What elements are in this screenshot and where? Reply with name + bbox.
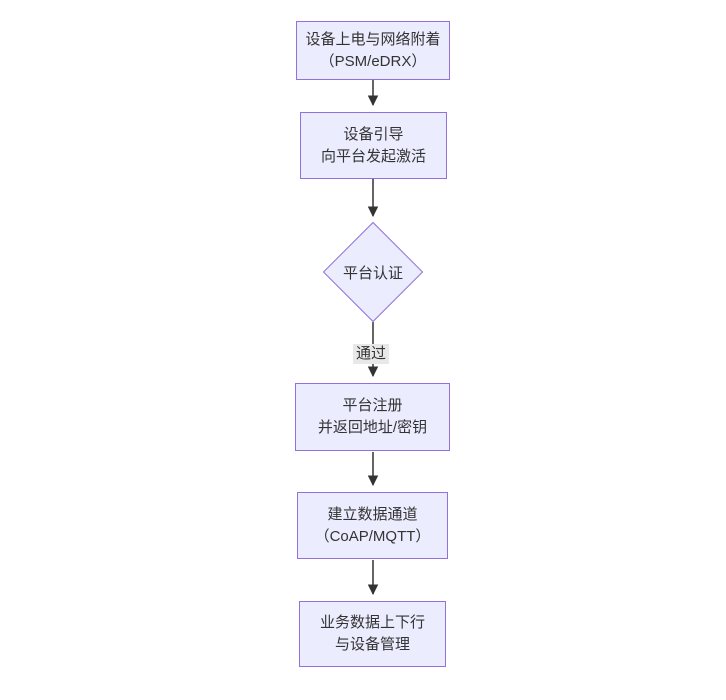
- node-label-line: 设备引导: [343, 125, 404, 143]
- flow-node-auth-decision: 平台认证: [322, 221, 424, 323]
- flow-node-register: 平台注册 并返回地址/密钥: [295, 383, 450, 451]
- node-label-line: 设备上电与网络附着: [305, 30, 441, 48]
- flow-node-bootstrap: 设备引导 向平台发起激活: [300, 112, 447, 179]
- flow-node-business: 业务数据上下行 与设备管理: [299, 601, 446, 667]
- node-label-line: 与设备管理: [334, 636, 410, 653]
- node-label-line: （PSM/eDRX）: [319, 52, 427, 70]
- node-label-line: 并返回地址/密钥: [317, 419, 428, 436]
- node-label-line: 业务数据上下行: [319, 614, 425, 631]
- flow-node-channel: 建立数据通道 （CoAP/MQTT）: [297, 492, 448, 559]
- node-label-line: 平台认证: [342, 264, 403, 282]
- edge-label-pass: 通过: [352, 344, 390, 364]
- flow-node-power-attach: 设备上电与网络附着 （PSM/eDRX）: [296, 21, 450, 80]
- node-label-line: 建立数据通道: [327, 505, 418, 523]
- node-label-line: 平台注册: [342, 397, 403, 414]
- node-label-line: （CoAP/MQTT）: [314, 527, 431, 545]
- node-label-line: 向平台发起激活: [320, 147, 426, 165]
